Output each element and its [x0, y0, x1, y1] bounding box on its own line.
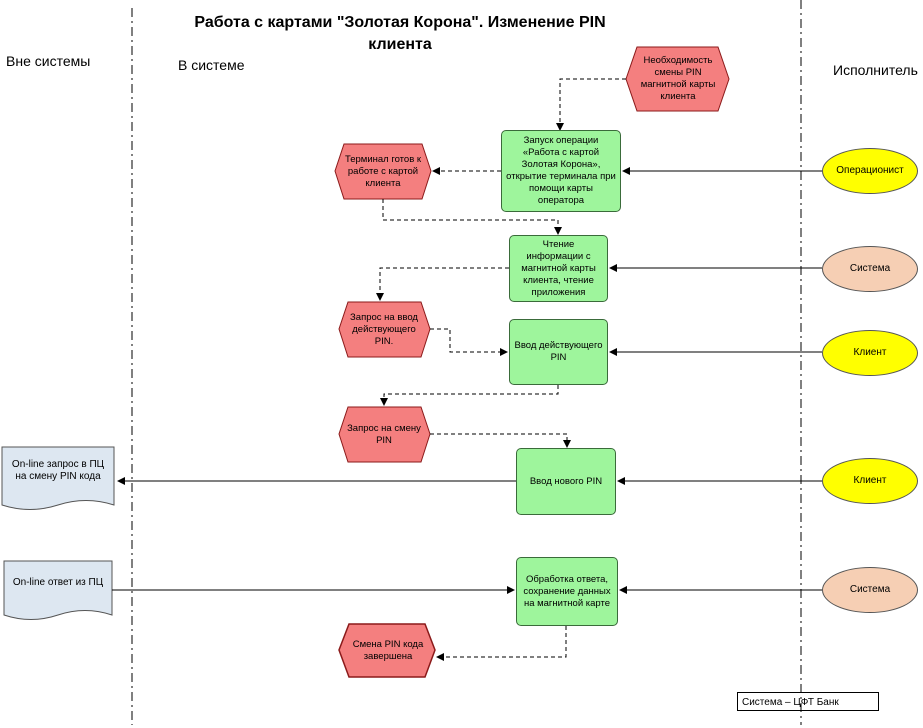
process-enter-new-pin: Ввод нового PIN [516, 448, 616, 515]
connector-read-to-request-pin [376, 267, 509, 301]
process-label: Обработка ответа, сохранение данных на м… [523, 573, 611, 609]
connector-need-to-start [556, 78, 626, 131]
event-shape-terminal-ready [334, 143, 432, 200]
process-enter-current-pin: Ввод действующего PIN [509, 319, 608, 385]
document-online-request: On-line запрос в ПЦ на смену PIN кода [2, 449, 114, 493]
event-terminal-ready: Терминал готов к работе с картой клиента [340, 146, 426, 197]
connector-request-pin-to-enter-pin [430, 328, 508, 356]
event-shape-request-current-pin [338, 301, 431, 358]
column-label-executor: Исполнитель [833, 62, 918, 78]
process-process-response: Обработка ответа, сохранение данных на м… [516, 557, 618, 626]
actor-system: Система [822, 246, 918, 292]
event-pin-changed: Смена PIN кода завершена [345, 626, 431, 675]
column-label-outside: Вне системы [6, 53, 91, 69]
event-need-pin-change: Необходимость смены PIN магнитной карты … [632, 49, 724, 109]
actor-label: Клиент [853, 347, 887, 358]
process-label: Чтение информации с магнитной карты клие… [521, 238, 596, 298]
connector-enter-pin-to-request-change [380, 385, 559, 406]
event-label: Запрос на смену PIN [347, 422, 421, 446]
event-shape-request-pin-change [338, 406, 431, 463]
event-label: Запрос на ввод действующего PIN. [350, 311, 418, 347]
column-label-inside: В системе [178, 57, 245, 73]
document-shape-online-response [3, 560, 113, 620]
actor-operator: Операционист [822, 148, 918, 194]
actor-client: Клиент [822, 330, 918, 376]
process-label: Ввод действующего PIN [514, 340, 603, 363]
document-online-response: On-line ответ из ПЦ [4, 563, 112, 603]
actor-label: Система [849, 263, 891, 274]
diagram-title: Работа с картами "Золотая Корона". Измен… [194, 14, 606, 53]
document-label: On-line запрос в ПЦ на смену PIN кода [11, 459, 105, 482]
actor-client: Клиент [822, 458, 918, 504]
actor-label: Система [849, 584, 891, 595]
event-shape-pin-changed [338, 623, 436, 678]
legend-box: Система – ЦФТ Банк [737, 692, 879, 711]
document-label: On-line ответ из ПЦ [12, 577, 104, 588]
event-label: Смена PIN кода завершена [352, 638, 424, 662]
connector-request-change-to-new-pin [430, 433, 571, 448]
actor-label: Клиент [853, 475, 887, 486]
event-label: Терминал готов к работе с картой клиента [344, 153, 422, 189]
process-read-info: Чтение информации с магнитной карты клие… [509, 235, 608, 302]
process-label: Запуск операции «Работа с картой Золотая… [506, 135, 616, 206]
event-request-pin-change: Запрос на смену PIN [343, 409, 425, 460]
actor-system: Система [822, 567, 918, 613]
document-shape-online-request [1, 446, 115, 510]
event-request-current-pin: Запрос на ввод действующего PIN. [343, 304, 425, 355]
connector-process-to-pin-changed [436, 626, 567, 661]
actor-label: Операционист [836, 165, 904, 176]
connector-terminal-ready-to-read [382, 199, 562, 235]
event-label: Необходимость смены PIN магнитной карты … [640, 55, 716, 102]
process-label: Ввод нового PIN [529, 475, 603, 487]
process-start-operation: Запуск операции «Работа с картой Золотая… [501, 130, 621, 212]
